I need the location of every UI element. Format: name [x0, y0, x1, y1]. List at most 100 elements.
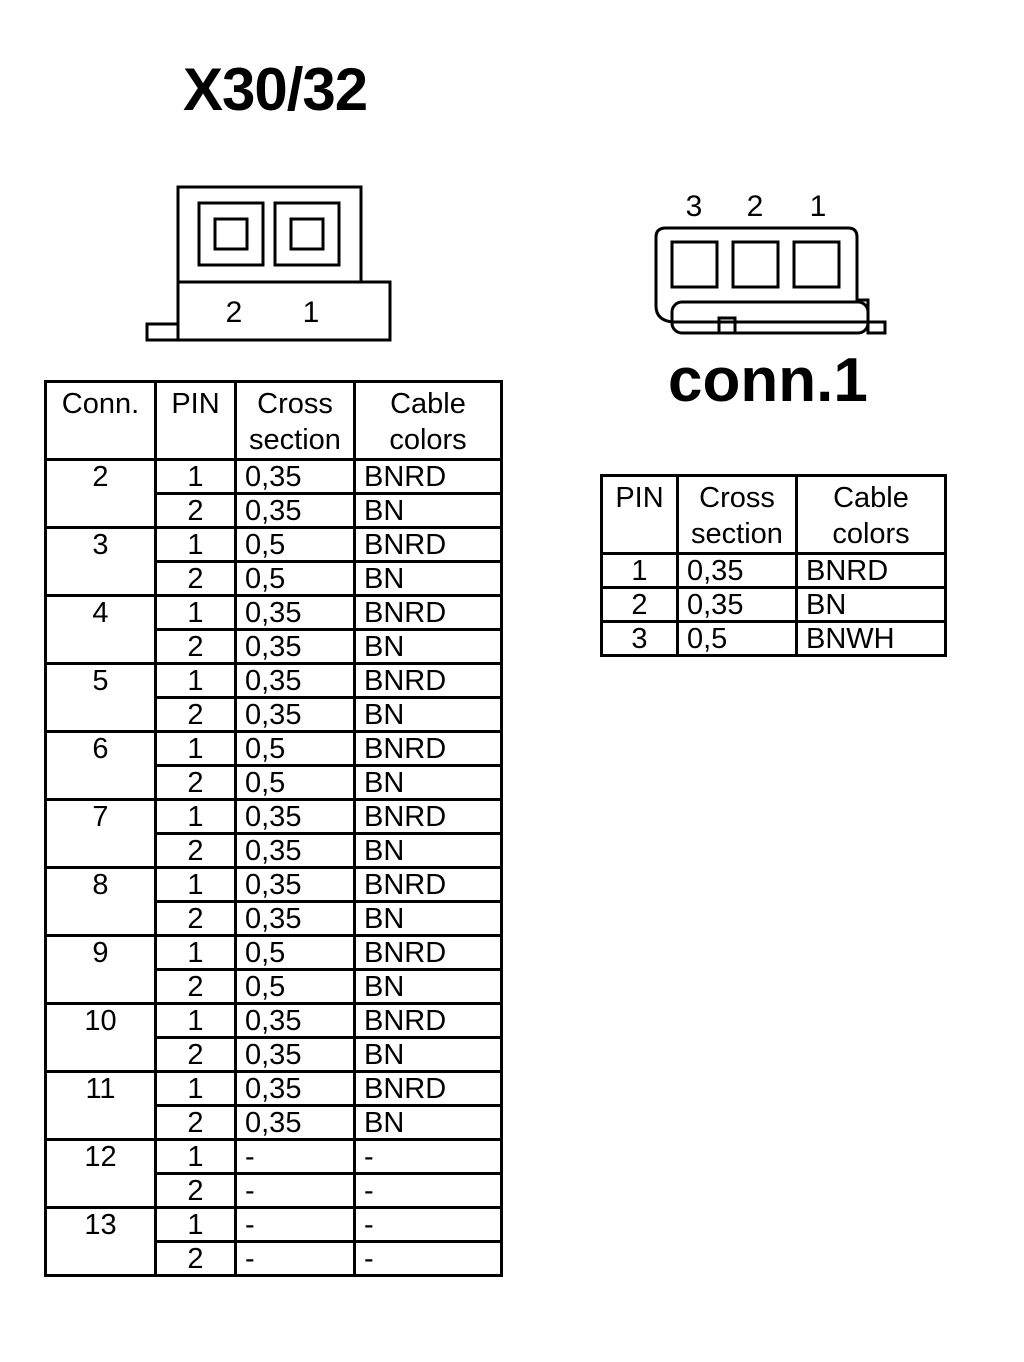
conn-number-cell: 8 [44, 866, 157, 937]
conn-number-cell: 4 [44, 594, 157, 665]
table-row: 2-- [46, 1240, 503, 1277]
cross-section-cell: 0,5 [234, 730, 356, 767]
cable-color-cell: BN [353, 1036, 503, 1073]
cross-section-cell: 0,35 [234, 628, 356, 665]
conn-number-cell: 13 [44, 1206, 157, 1277]
pin-cell: 1 [154, 1002, 237, 1039]
cable-color-cell: BNRD [353, 730, 503, 767]
pin-cell: 2 [154, 1172, 237, 1209]
pin-cell: 1 [154, 934, 237, 971]
cable-color-cell: BNRD [795, 552, 947, 589]
pin-cell: 1 [154, 1070, 237, 1107]
conn-number-cell: 3 [44, 526, 157, 597]
pin-cell: 1 [154, 1138, 237, 1175]
conn-number-cell: 6 [44, 730, 157, 801]
connector-x30-title: X30/32 [183, 56, 368, 123]
conn-number-cell: 11 [44, 1070, 157, 1141]
pin-cell: 3 [600, 620, 679, 657]
cable-color-cell: BNRD [353, 1070, 503, 1107]
cable-color-cell: BNRD [353, 1002, 503, 1039]
cable-color-cell: BNRD [353, 798, 503, 835]
conn-number-cell: 7 [44, 798, 157, 869]
cross-section-cell: - [234, 1206, 356, 1243]
pin-cell: 2 [154, 900, 237, 937]
cross-section-cell: 0,5 [234, 764, 356, 801]
cable-color-cell: BNRD [353, 934, 503, 971]
cable-color-cell: BN [353, 696, 503, 733]
cross-section-cell: 0,35 [234, 1070, 356, 1107]
cross-section-cell: 0,35 [234, 1104, 356, 1141]
header-pin: PIN [600, 474, 679, 555]
cross-section-cell: 0,35 [234, 594, 356, 631]
cross-section-cell: - [234, 1240, 356, 1277]
cable-color-cell: BN [353, 764, 503, 801]
conn-number-cell: 2 [44, 458, 157, 529]
cross-section-cell: 0,5 [234, 560, 356, 597]
connector-conn1-drawing [654, 226, 887, 335]
pin-cell: 2 [154, 1036, 237, 1073]
cable-color-cell: - [353, 1172, 503, 1209]
connector-x30-pin-label: 1 [303, 296, 320, 329]
pin-cell: 1 [154, 458, 237, 495]
connector-x30-drawing [145, 185, 392, 342]
cable-color-cell: - [353, 1206, 503, 1243]
pin-cell: 1 [154, 594, 237, 631]
cable-color-cell: BNRD [353, 458, 503, 495]
cross-section-cell: 0,35 [234, 900, 356, 937]
cable-color-cell: BNRD [353, 866, 503, 903]
cable-color-cell: BN [353, 1104, 503, 1141]
cross-section-cell: 0,35 [234, 1002, 356, 1039]
cross-section-cell: 0,35 [234, 662, 356, 699]
pin-cell: 1 [154, 798, 237, 835]
pin-cell: 2 [154, 696, 237, 733]
cross-section-cell: 0,5 [234, 968, 356, 1005]
cross-section-cell: 0,5 [234, 934, 356, 971]
cable-color-cell: BN [353, 492, 503, 529]
cross-section-cell: 0,35 [676, 552, 798, 589]
conn-number-cell: 5 [44, 662, 157, 733]
cross-section-cell: 0,35 [234, 1036, 356, 1073]
header-pin: PIN [154, 380, 237, 461]
connector-conn1-title: conn.1 [668, 346, 868, 415]
pin-cell: 2 [154, 628, 237, 665]
pin-cell: 2 [154, 560, 237, 597]
pin-cell: 2 [154, 1240, 237, 1277]
cross-section-cell: - [234, 1172, 356, 1209]
pin-cell: 1 [154, 662, 237, 699]
pin-cell: 2 [154, 492, 237, 529]
conn-number-cell: 9 [44, 934, 157, 1005]
connector-x30-pin-label: 2 [226, 296, 243, 329]
cross-section-cell: 0,35 [676, 586, 798, 623]
pin-cell: 1 [154, 730, 237, 767]
header-conn: Conn. [44, 380, 157, 461]
conn-number-cell: 10 [44, 1002, 157, 1073]
connector-conn1-pin-label: 3 [686, 190, 703, 223]
cable-color-cell: BNWH [795, 620, 947, 657]
cross-section-cell: 0,35 [234, 458, 356, 495]
conn-number-cell: 12 [44, 1138, 157, 1209]
connector-conn1-pin-label: 1 [810, 190, 827, 223]
cable-color-cell: - [353, 1138, 503, 1175]
cable-color-cell: - [353, 1240, 503, 1277]
